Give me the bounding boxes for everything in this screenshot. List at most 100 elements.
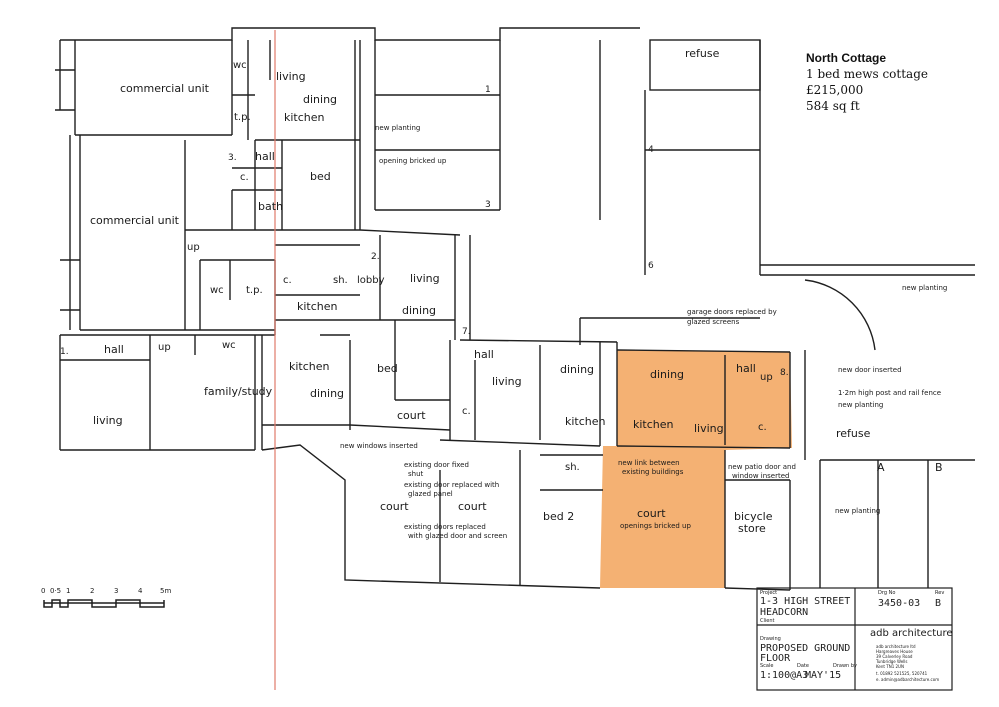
note-new-link-2: existing buildings	[622, 468, 684, 476]
room-hall-7: hall	[474, 348, 494, 361]
note-existing-door-fixed-2: shut	[408, 470, 424, 478]
room-dining-1: dining	[303, 93, 337, 106]
room-up-1: up	[187, 242, 200, 253]
unit-number-3: 3.	[228, 153, 237, 163]
note-existing-doors-replaced-1: existing doors replaced	[404, 523, 486, 531]
room-living-2: living	[410, 272, 440, 285]
parking-letter-b: B	[935, 461, 943, 474]
parking-numbers: 1 3 4 6 A B	[485, 85, 943, 474]
scale-bar-labels: 0 0·5 1 2 3 4 5m	[41, 587, 171, 595]
tb-project-line1: 1-3 HIGH STREET	[760, 596, 850, 607]
note-existing-door-replaced-1: existing door replaced with	[404, 481, 499, 489]
property-area: 584 sq ft	[806, 99, 860, 113]
room-hall-8: hall	[736, 362, 756, 375]
room-living-1: living	[276, 70, 306, 83]
tb-address-5: Kent TN1 2UN	[876, 664, 904, 669]
property-type: 1 bed mews cottage	[806, 67, 928, 81]
room-refuse-2: refuse	[836, 427, 871, 440]
room-c-3: c.	[462, 406, 471, 417]
room-sh-1: sh.	[333, 275, 348, 286]
room-kitchen-1: kitchen	[284, 111, 325, 124]
tb-address-6: t. 01892 521525, 520741	[876, 671, 928, 676]
room-living-4: living	[492, 375, 522, 388]
property-price: £215,000	[806, 83, 864, 97]
note-new-windows: new windows inserted	[340, 442, 418, 450]
tb-drawing-label: Drawing	[760, 636, 781, 642]
room-refuse-1: refuse	[685, 47, 720, 60]
property-name: North Cottage	[806, 51, 886, 65]
note-garage-doors-2: glazed screens	[687, 318, 740, 326]
room-c-4: c.	[758, 422, 767, 433]
room-bed-1: bed	[310, 170, 331, 183]
room-store: store	[738, 522, 766, 535]
room-up-3: up	[760, 372, 773, 383]
tb-address-1: adb architecture ltd	[876, 644, 916, 649]
room-court-3: court	[458, 500, 487, 513]
note-existing-doors-replaced-2: with glazed door and screen	[408, 532, 507, 540]
tb-scale: 1:100@A3	[760, 670, 808, 681]
room-kitchen-3: kitchen	[289, 360, 330, 373]
room-kitchen-4: kitchen	[565, 415, 606, 428]
room-c-1: c.	[240, 172, 249, 183]
title-block: Project 1-3 HIGH STREET HEADCORN Client …	[760, 590, 953, 682]
parking-letter-a: A	[877, 461, 885, 474]
tb-scale-label: Scale	[760, 663, 773, 669]
tb-project-line2: HEADCORN	[760, 607, 808, 618]
tb-rev-label: Rev	[935, 590, 944, 596]
room-lobby: lobby	[357, 275, 385, 286]
room-wc-1: wc	[233, 60, 247, 71]
note-fence: 1·2m high post and rail fence	[838, 389, 941, 397]
tb-address-3: 39 Calverley Road	[876, 654, 913, 659]
scale-tick-1: 1	[66, 587, 70, 595]
note-new-planting-1: new planting	[375, 124, 420, 132]
room-dining-2: dining	[402, 304, 436, 317]
scale-tick-2: 2	[90, 587, 94, 595]
tb-client-label: Client	[760, 618, 775, 624]
room-family-study: family/study	[204, 385, 273, 398]
room-bicycle: bicycle	[734, 510, 773, 523]
note-new-patio-2: window inserted	[732, 472, 790, 480]
parking-number-6: 6	[648, 261, 654, 271]
tb-date-label: Date	[797, 663, 809, 669]
room-dining-5: dining	[650, 368, 684, 381]
property-info: North Cottage 1 bed mews cottage £215,00…	[806, 50, 928, 114]
room-sh-2: sh.	[565, 462, 580, 473]
room-wc-2: wc	[210, 285, 224, 296]
note-new-patio-1: new patio door and	[728, 463, 796, 471]
tb-drawing-line2: FLOOR	[760, 653, 791, 664]
room-dining-4: dining	[560, 363, 594, 376]
tb-rev: B	[935, 598, 941, 609]
parking-number-3: 3	[485, 200, 491, 210]
note-existing-door-fixed-1: existing door fixed	[404, 461, 469, 469]
room-court-1: court	[397, 409, 426, 422]
room-up-2: up	[158, 342, 171, 353]
tb-project-label: Project	[760, 590, 777, 596]
tb-address-4: Tunbridge Wells	[875, 659, 908, 664]
scale-bar-graphic	[43, 599, 165, 608]
room-hall-1: hall	[104, 343, 124, 356]
note-garage-doors-1: garage doors replaced by	[687, 308, 777, 316]
room-labels: commercial unit wc t.p. living dining ki…	[90, 47, 871, 535]
tb-drawn-label: Drawn by	[833, 663, 857, 669]
note-existing-door-replaced-2: glazed panel	[408, 490, 453, 498]
scale-tick-05: 0·5	[50, 587, 61, 595]
unit-number-2: 2.	[371, 252, 380, 262]
note-opening-bricked-up-1: opening bricked up	[379, 157, 447, 165]
tb-drawing-line1: PROPOSED GROUND	[760, 643, 850, 654]
tb-drg-no: 3450-03	[878, 598, 920, 609]
north-cottage-highlight	[600, 350, 792, 588]
room-court-2: court	[380, 500, 409, 513]
room-bed-2: bed	[377, 362, 398, 375]
room-court-4: court	[637, 507, 666, 520]
room-living-3: living	[93, 414, 123, 427]
note-new-planting-3: new planting	[838, 401, 883, 409]
unit-numbers: 1. 2. 3. 7. 8.	[60, 153, 789, 378]
room-tp-1: t.p.	[234, 112, 251, 123]
room-kitchen-5: kitchen	[633, 418, 674, 431]
unit-number-7: 7.	[462, 327, 471, 337]
unit-number-8: 8.	[780, 368, 789, 378]
title-block-frame	[756, 587, 953, 691]
scale-tick-0: 0	[41, 587, 45, 595]
room-wc-3: wc	[222, 340, 236, 351]
